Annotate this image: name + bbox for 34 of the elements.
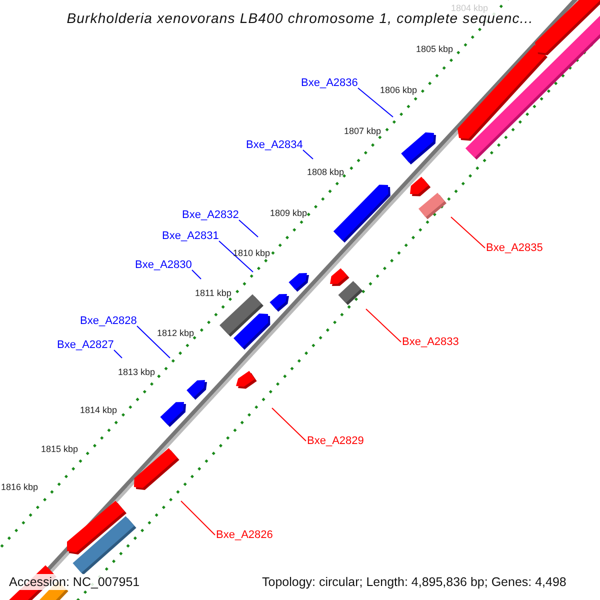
gene-label: Bxe_A2828 [80, 315, 137, 328]
position-label: 1814 kbp [80, 405, 118, 416]
leader-line [450, 216, 486, 248]
gene-label: Bxe_A2835 [486, 242, 543, 255]
leader-line [192, 270, 202, 280]
gene-label: Bxe_A2829 [307, 435, 364, 448]
gene-label: Bxe_A2832 [182, 209, 239, 222]
leader-line [302, 150, 314, 160]
leader-line [366, 308, 402, 342]
position-label: 1805 kbp [416, 44, 454, 55]
gene-label: Bxe_A2833 [402, 336, 459, 349]
gene-label: Bxe_A2831 [162, 230, 219, 243]
position-label: 1816 kbp [1, 482, 38, 493]
position-label: 1815 kbp [41, 444, 78, 455]
position-label: 1810 kbp [233, 248, 270, 259]
leader-line [180, 500, 216, 536]
position-label: 1808 kbp [307, 167, 344, 178]
gene-label: Bxe_A2830 [135, 259, 192, 272]
gene-label: Bxe_A2826 [216, 529, 273, 542]
position-label: 1809 kbp [270, 208, 308, 219]
position-label: 1813 kbp [118, 367, 156, 378]
gene-label: Bxe_A2827 [57, 339, 114, 352]
leader-line [136, 326, 170, 358]
position-label: 1812 kbp [157, 328, 194, 339]
leader-line [272, 408, 306, 442]
leader-line [358, 88, 394, 118]
leader-line [114, 350, 122, 358]
gene-label: Bxe_A2836 [301, 77, 358, 90]
gene-label: Bxe_A2834 [246, 139, 303, 152]
position-label: 1806 kbp [380, 85, 418, 96]
leader-line [238, 220, 258, 238]
position-label: 1811 kbp [195, 288, 232, 299]
leader-line [218, 240, 254, 272]
position-label: 1807 kbp [344, 126, 382, 137]
